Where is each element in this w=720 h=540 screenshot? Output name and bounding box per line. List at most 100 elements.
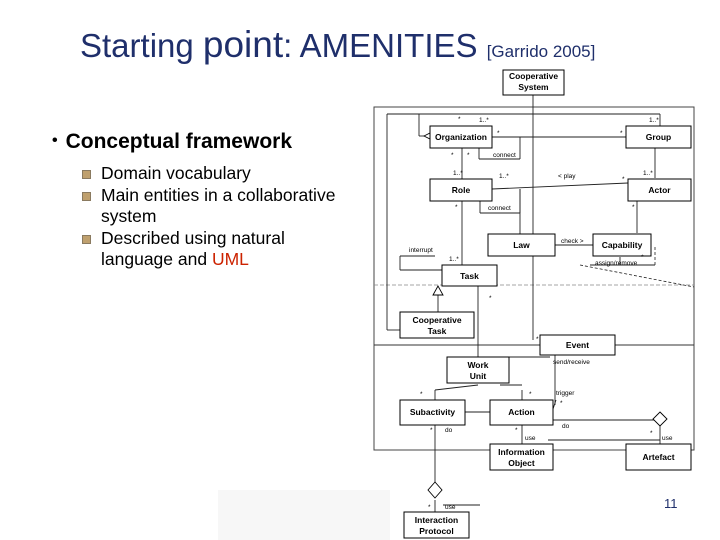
square-bullet-icon	[82, 235, 91, 244]
class-name: Protocol	[419, 526, 453, 536]
class-name: Task	[428, 326, 447, 336]
sub-bullet-item: Main entities in a collaborative system	[80, 185, 340, 227]
multiplicity: *	[497, 130, 500, 137]
multiplicity: 1..*	[453, 170, 463, 177]
class-name: Action	[508, 407, 534, 417]
multiplicity: *	[641, 254, 644, 261]
label-use: use	[525, 435, 536, 442]
class-name: Artefact	[642, 452, 674, 462]
multiplicity: 1..*	[649, 117, 659, 124]
class-name: Work	[467, 360, 488, 370]
multiplicity: *	[620, 130, 623, 137]
class-name: Capability	[602, 240, 643, 250]
class-cooperative-task: Cooperative Task	[399, 311, 475, 339]
multiplicity: *	[489, 295, 492, 302]
class-information-object: Information Object	[489, 443, 554, 471]
class-name: Law	[513, 240, 530, 250]
multiplicity: *	[420, 391, 423, 398]
label-use: use	[445, 504, 456, 511]
class-name: Object	[508, 458, 535, 468]
class-name: Unit	[470, 371, 487, 381]
association-labels: connect connect < play interrupt check >…	[409, 152, 673, 511]
title-citation: [Garrido 2005]	[486, 42, 596, 61]
class-name: Cooperative	[412, 315, 461, 325]
square-bullet-icon	[82, 170, 91, 179]
class-name: Subactivity	[410, 407, 456, 417]
label-interrupt: interrupt	[409, 247, 433, 254]
class-role: Role	[429, 178, 493, 202]
label-do: do	[445, 427, 453, 434]
class-organization: Organization	[429, 125, 493, 149]
multiplicity: *	[650, 430, 653, 437]
class-law: Law	[487, 233, 556, 257]
label-play: < play	[558, 173, 576, 180]
title-part-starting: Starting	[80, 27, 203, 64]
class-name: Information	[498, 447, 545, 457]
sub-bullet-item: Described using natural language and UML	[80, 228, 340, 270]
multiplicity: *	[622, 176, 625, 183]
page-number: 11	[664, 496, 678, 511]
bullet-dot-icon: •	[52, 132, 58, 149]
class-work-unit: Work Unit	[446, 356, 510, 384]
class-name: Task	[460, 271, 479, 281]
title-part-amenities: : AMENITIES	[283, 27, 487, 64]
inheritance-triangle-icon	[432, 285, 444, 296]
class-interaction-protocol: Interaction Protocol	[403, 511, 470, 539]
multiplicity: *	[529, 391, 532, 398]
class-event: Event	[539, 334, 616, 356]
multiplicity: 1..*	[479, 117, 489, 124]
class-name: Role	[452, 185, 471, 195]
title-part-point: point	[202, 24, 284, 65]
multiplicity: 1..*	[449, 256, 459, 263]
multiplicity: 1..*	[643, 170, 653, 177]
label-send-receive: send/receive	[553, 359, 590, 366]
aggregation-diamond-icon	[427, 481, 443, 499]
sub-bullet-text: Main entities in a collaborative system	[101, 185, 336, 226]
multiplicity: *	[430, 427, 433, 434]
sub-bullet-text: Described using natural language and	[101, 228, 285, 269]
label-connect: connect	[493, 152, 516, 159]
class-group: Group	[625, 125, 692, 149]
multiplicity: *	[467, 152, 470, 159]
multiplicity: 1..*	[499, 173, 509, 180]
sub-bullet-list: Domain vocabulary Main entities in a col…	[80, 163, 340, 271]
class-name: Organization	[435, 132, 487, 142]
connectors	[386, 95, 695, 512]
outer-frame	[373, 106, 695, 451]
class-name: Actor	[648, 185, 671, 195]
uml-highlight: UML	[211, 249, 249, 269]
multiplicity: *	[536, 336, 539, 343]
multiplicities: 1..* 1..* * * * * * 1..* 1..* 1..* * * *…	[420, 116, 659, 511]
sub-bullet-item: Domain vocabulary	[80, 163, 340, 184]
class-artefact: Artefact	[625, 443, 692, 471]
class-subactivity: Subactivity	[399, 399, 466, 426]
main-bullet: • Conceptual framework	[52, 130, 292, 154]
class-name: Interaction	[415, 515, 458, 525]
label-use: use	[662, 435, 673, 442]
aggregation-diamond-icon	[652, 411, 668, 427]
label-check: check >	[561, 238, 584, 245]
label-do: do	[562, 423, 570, 430]
class-cooperative-system: Cooperative System	[502, 69, 565, 96]
multiplicity: *	[632, 204, 635, 211]
multiplicity: *	[515, 427, 518, 434]
square-bullet-icon	[82, 192, 91, 201]
label-trigger: trigger	[556, 390, 575, 397]
multiplicity: *	[560, 400, 563, 407]
multiplicity: *	[455, 204, 458, 211]
main-bullet-label: Conceptual framework	[65, 130, 292, 153]
class-name: Event	[566, 340, 589, 350]
class-capability: Capability	[592, 233, 652, 257]
class-action: Action	[489, 399, 554, 426]
class-name: Cooperative	[509, 71, 558, 81]
class-name: Group	[646, 132, 672, 142]
class-name: System	[518, 82, 549, 92]
slide-title: Starting point: AMENITIES [Garrido 2005]	[80, 24, 595, 66]
class-actor: Actor	[627, 178, 692, 202]
page-footer-box	[218, 490, 390, 540]
multiplicity: *	[458, 116, 461, 123]
multiplicity: *	[451, 152, 454, 159]
multiplicity: *	[428, 504, 431, 511]
sub-bullet-text: Domain vocabulary	[101, 163, 251, 183]
